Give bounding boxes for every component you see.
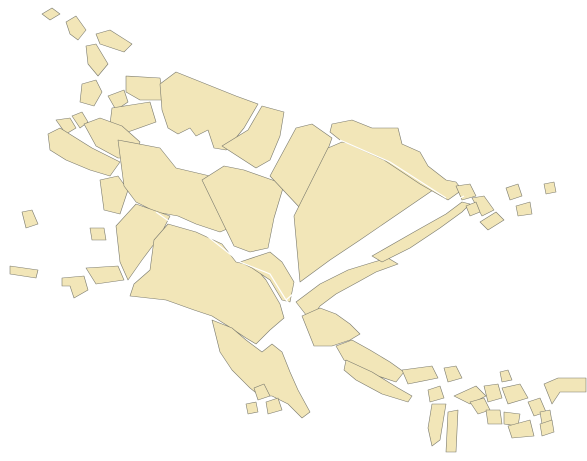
parcel[interactable]: [129, 223, 285, 345]
parcel[interactable]: [89, 227, 107, 241]
parcel[interactable]: [221, 105, 285, 169]
parcel[interactable]: [501, 383, 529, 405]
parcel[interactable]: [543, 181, 557, 195]
parcel[interactable]: [61, 275, 89, 299]
road-layer: [155, 139, 465, 311]
parcel[interactable]: [159, 71, 259, 151]
parcel[interactable]: [253, 383, 271, 401]
parcel[interactable]: [201, 165, 287, 253]
parcel[interactable]: [99, 175, 129, 215]
parcel[interactable]: [343, 359, 413, 403]
parcel[interactable]: [443, 365, 463, 383]
parcel[interactable]: [485, 409, 503, 425]
parcel[interactable]: [21, 209, 39, 229]
parcel[interactable]: [79, 79, 103, 107]
parcel-layer: [9, 7, 587, 453]
parcel[interactable]: [539, 419, 555, 437]
parcel[interactable]: [9, 265, 39, 279]
parcel[interactable]: [479, 211, 505, 231]
parcel[interactable]: [543, 377, 587, 405]
parcel[interactable]: [115, 203, 171, 281]
parcel[interactable]: [265, 397, 283, 415]
parcel[interactable]: [465, 201, 481, 217]
road: [339, 139, 447, 199]
parcel[interactable]: [505, 183, 523, 201]
parcel[interactable]: [371, 201, 471, 263]
parcel[interactable]: [239, 251, 295, 303]
parcel[interactable]: [401, 365, 439, 385]
parcel[interactable]: [245, 401, 259, 415]
parcel[interactable]: [107, 89, 129, 111]
parcel[interactable]: [95, 29, 133, 53]
parcel[interactable]: [47, 127, 121, 177]
parcel[interactable]: [211, 319, 311, 419]
parcel[interactable]: [507, 419, 535, 439]
parcel[interactable]: [65, 15, 87, 41]
parcel[interactable]: [85, 265, 125, 285]
parcel[interactable]: [427, 385, 445, 403]
parcel[interactable]: [499, 369, 513, 383]
parcel[interactable]: [455, 183, 477, 201]
parcel[interactable]: [109, 101, 157, 133]
parcel[interactable]: [515, 201, 533, 217]
parcel[interactable]: [427, 403, 447, 447]
road: [285, 195, 465, 301]
parcel[interactable]: [85, 43, 109, 77]
parcel[interactable]: [125, 75, 165, 101]
parcel[interactable]: [445, 409, 459, 453]
parcel[interactable]: [483, 383, 503, 403]
parcel[interactable]: [41, 7, 61, 21]
parcel[interactable]: [295, 257, 399, 321]
parcel[interactable]: [301, 307, 361, 347]
